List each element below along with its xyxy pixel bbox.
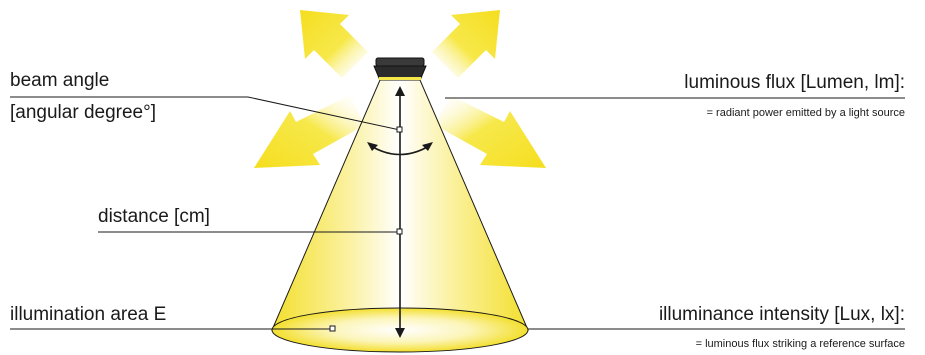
illuminance-description: = luminous flux striking a reference sur… bbox=[696, 338, 905, 351]
distance-label: distance [cm] bbox=[98, 206, 210, 228]
illumination-area-label: illumination area E bbox=[10, 304, 166, 326]
beam-angle-unit-label: [angular degree°] bbox=[10, 102, 156, 124]
illuminance-label: illuminance intensity [Lux, lx]: bbox=[659, 304, 905, 326]
beam-angle-label: beam angle bbox=[10, 70, 109, 92]
luminous-flux-label: luminous flux [Lumen, lm]: bbox=[684, 72, 905, 94]
radiant-arrow-upper-right bbox=[432, 10, 500, 78]
luminous-flux-description: = radiant power emitted by a light sourc… bbox=[707, 107, 905, 120]
light-fixture-icon bbox=[374, 58, 426, 80]
radiant-arrow-upper-left bbox=[300, 10, 368, 78]
